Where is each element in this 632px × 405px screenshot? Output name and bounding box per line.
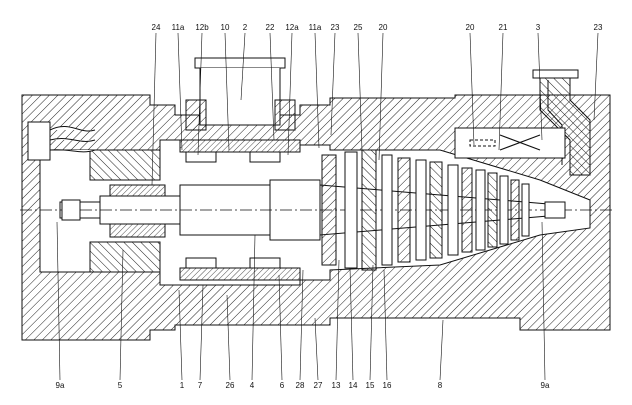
- leader-line-bottom: [439, 319, 444, 381]
- part-label-top: 22: [266, 23, 275, 32]
- leader-line-bottom: [178, 289, 183, 381]
- leader-line-top: [378, 32, 384, 161]
- impeller-stages: [321, 149, 530, 271]
- part-label-top: 24: [152, 23, 161, 32]
- leader-line-bottom: [541, 221, 546, 381]
- leader-line-bottom: [226, 294, 231, 381]
- part-label-bottom: 6: [280, 381, 285, 390]
- leader-line-top: [357, 32, 363, 151]
- leader-line-bottom: [335, 259, 340, 381]
- part-label-top: 11a: [172, 23, 185, 32]
- leader-line-bottom: [278, 274, 283, 381]
- part-label-bottom: 4: [250, 381, 255, 390]
- part-label-bottom: 28: [296, 381, 305, 390]
- part-label-top: 10: [221, 23, 230, 32]
- leader-line-bottom: [56, 221, 61, 381]
- part-label-top: 20: [466, 23, 475, 32]
- seal-assembly: [179, 139, 301, 281]
- part-label-bottom: 9a: [541, 381, 550, 390]
- leader-line-top: [469, 32, 475, 146]
- leader-line-top: [240, 32, 246, 101]
- part-label-top: 20: [379, 23, 388, 32]
- part-label-bottom: 16: [383, 381, 392, 390]
- part-label-bottom: 8: [438, 381, 443, 390]
- part-label-top: 23: [594, 23, 603, 32]
- part-label-bottom: 5: [118, 381, 123, 390]
- leader-line-top: [177, 32, 183, 151]
- leader-line-bottom: [251, 234, 256, 381]
- part-label-top: 12a: [285, 23, 299, 32]
- leader-line-top: [537, 32, 543, 141]
- part-label-bottom: 15: [366, 381, 375, 390]
- leader-lines: [56, 32, 599, 381]
- leader-line-bottom: [119, 249, 124, 381]
- leader-line-top: [269, 32, 275, 141]
- part-label-bottom: 14: [349, 381, 358, 390]
- valve-channel: [454, 127, 566, 159]
- leader-line-top: [498, 32, 504, 151]
- part-label-top: 11a: [309, 23, 322, 32]
- end-caps: [61, 199, 566, 221]
- part-label-bottom: 7: [198, 381, 203, 390]
- leader-line-top: [224, 32, 230, 151]
- leader-line-bottom: [349, 267, 354, 381]
- part-label-top: 21: [499, 23, 508, 32]
- leader-line-bottom: [314, 317, 319, 381]
- leader-line-bottom: [199, 284, 204, 381]
- leader-line-top: [151, 32, 157, 186]
- leader-line-top: [314, 32, 320, 149]
- leader-line-top: [330, 32, 336, 136]
- part-label-top: 12b: [195, 23, 209, 32]
- part-label-bottom: 13: [332, 381, 341, 390]
- leader-line-bottom: [369, 264, 374, 381]
- leader-line-top: [593, 32, 599, 121]
- inlet-pipe: [185, 57, 296, 131]
- part-label-bottom: 9a: [56, 381, 65, 390]
- part-label-top: 3: [536, 23, 541, 32]
- part-label-bottom: 27: [314, 381, 323, 390]
- leader-line-bottom: [299, 269, 304, 381]
- leader-line-bottom: [383, 269, 388, 381]
- cable-connector: [27, 121, 96, 161]
- part-label-bottom: 26: [226, 381, 235, 390]
- part-label-top: 2: [243, 23, 248, 32]
- part-label-bottom: 1: [180, 381, 185, 390]
- part-label-top: 25: [354, 23, 363, 32]
- leader-line-top: [197, 32, 203, 156]
- leader-line-top: [287, 32, 293, 156]
- part-label-top: 23: [331, 23, 340, 32]
- labels-bottom: 9a 5 1 7 26 4 6 28 27 13 14 15 16 8 9a: [56, 381, 550, 390]
